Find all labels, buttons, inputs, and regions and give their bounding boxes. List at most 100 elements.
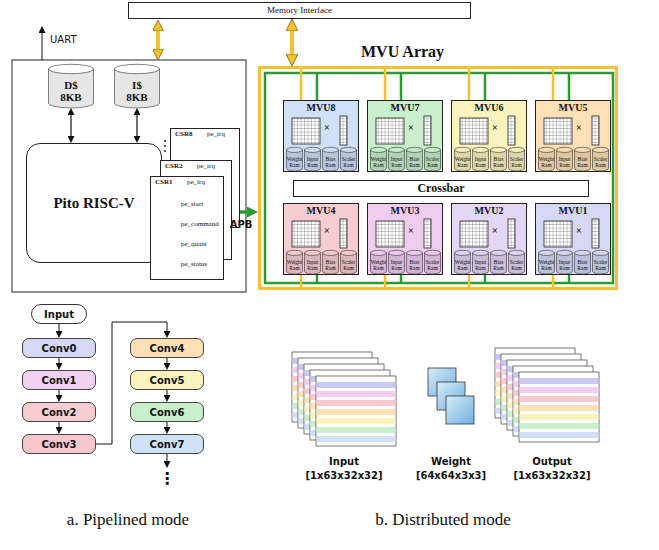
ram-cylinder: Input Ram (388, 147, 405, 171)
soc-frame (12, 60, 246, 292)
cylinder-body (593, 253, 609, 274)
pipeline-arrow (59, 390, 60, 395)
ram-cylinder: Bias Ram (322, 147, 339, 171)
ram-cylinder: Input Ram (556, 250, 573, 274)
node-label: I$ 8KB (122, 79, 152, 103)
ram-cylinder: Weight Ram (454, 250, 471, 274)
node-label: Scaler Ram (340, 259, 357, 271)
node-label: Input Ram (304, 259, 321, 271)
conv-layer-box: Conv6 (130, 402, 204, 422)
mvu-box: MVU6×Weight RamInput RamBias RamScaler R… (451, 100, 527, 172)
ram-cylinder: Input Ram (388, 250, 405, 274)
continuation-arrow (167, 454, 168, 461)
weight-matrix (460, 221, 488, 247)
vector-ground (592, 116, 599, 145)
mvu-box: MVU8×Weight RamInput RamBias RamScaler R… (283, 100, 359, 172)
cylinder-top (473, 147, 489, 152)
mvu-box: MVU2×Weight RamInput RamBias RamScaler R… (451, 203, 527, 275)
weight-kernels (428, 368, 474, 424)
vector-ground (424, 116, 431, 145)
mvu-box: MVU7×Weight RamInput RamBias RamScaler R… (367, 100, 443, 172)
node-label: Conv1 (42, 375, 77, 386)
csr-ellipsis-dots (164, 140, 166, 152)
node-label: pe_irq (187, 179, 205, 187)
input-vector (508, 219, 515, 248)
input-pill: Input (31, 304, 87, 324)
cylinder-top (389, 147, 405, 152)
cylinder-body (371, 253, 387, 274)
mvu-title: MVU5 (536, 102, 610, 113)
node-label: CSR1 (155, 179, 173, 187)
ram-cylinder: Input Ram (304, 147, 321, 171)
node-label: MVU Array (361, 43, 444, 61)
node-label: Input Ram (556, 259, 573, 271)
pipeline-arrow (59, 422, 60, 427)
cylinder-body (305, 253, 321, 274)
node-label: Weight Ram (370, 259, 387, 271)
cylinder-top (593, 250, 609, 255)
cache-arrow (70, 115, 71, 136)
node-label: Weight Ram (370, 156, 387, 168)
conv-layer-box: Conv1 (22, 370, 96, 390)
tensor-name: Weight (431, 456, 471, 467)
cylinder-body (539, 150, 555, 171)
cylinder-body (539, 253, 555, 274)
node-label: Weight Ram (454, 259, 471, 271)
cylinder-top (371, 250, 387, 255)
cylinder-body (305, 150, 321, 171)
matrix-ground (376, 221, 404, 247)
mvu-title: MVU1 (536, 205, 610, 216)
cache-cylinder: I$ 8KB (114, 64, 160, 108)
tensor-shape: [1x63x32x32] (305, 470, 382, 481)
cylinder-body (389, 150, 405, 171)
node-label: pe_command (181, 221, 219, 229)
mvu-title: MVU2 (452, 205, 526, 216)
conv-layer-box: Conv4 (130, 338, 204, 358)
cylinder-body (473, 150, 489, 171)
ram-cylinder: Scaler Ram (592, 147, 609, 171)
input-vector (424, 116, 431, 145)
weight-matrix (292, 221, 320, 247)
input-vector (508, 116, 515, 145)
cylinder-body (509, 150, 525, 171)
multiply-sign: × (576, 225, 582, 236)
memory-interface-box: Memory Interface (128, 2, 471, 19)
cylinder-body (455, 150, 471, 171)
crossbar-box: Crossbar (293, 180, 589, 197)
ram-cylinder: Input Ram (304, 250, 321, 274)
node-label: Bias Ram (322, 156, 339, 168)
ram-cylinder: Weight Ram (538, 147, 555, 171)
ram-cylinder: Scaler Ram (424, 250, 441, 274)
continuation-dots: ⋮ (159, 469, 175, 488)
node-label: Scaler Ram (424, 156, 441, 168)
cylinder-top (539, 250, 555, 255)
ram-cylinder: Scaler Ram (592, 250, 609, 274)
pipeline-arrow (167, 422, 168, 427)
cylinder-top (341, 147, 357, 152)
weight-matrix (460, 118, 488, 144)
memory-bus-arrow (156, 31, 160, 49)
node-label: Weight Ram (454, 156, 471, 168)
node-label: pe_start (181, 201, 203, 209)
cylinder-top (323, 147, 339, 152)
cylinder-body (473, 253, 489, 274)
cylinder-body (389, 253, 405, 274)
node-label: Conv6 (150, 407, 185, 418)
memory-bus-arrow (290, 31, 294, 54)
ram-cylinder: Weight Ram (286, 147, 303, 171)
ram-cylinder: Weight Ram (286, 250, 303, 274)
node-label: Input Ram (304, 156, 321, 168)
cylinder-body (509, 253, 525, 274)
node-label: Scaler Ram (592, 259, 609, 271)
mvu-title: MVU8 (284, 102, 358, 113)
cylinder-top (557, 147, 573, 152)
vector-ground (592, 219, 599, 248)
cylinder-top (305, 250, 321, 255)
node-label: Bias Ram (406, 259, 423, 271)
node-label: Conv3 (42, 439, 77, 450)
cylinder-body (575, 150, 591, 171)
ram-cylinder: Scaler Ram (340, 147, 357, 171)
multiply-sign: × (408, 225, 414, 236)
cylinder-top (389, 250, 405, 255)
